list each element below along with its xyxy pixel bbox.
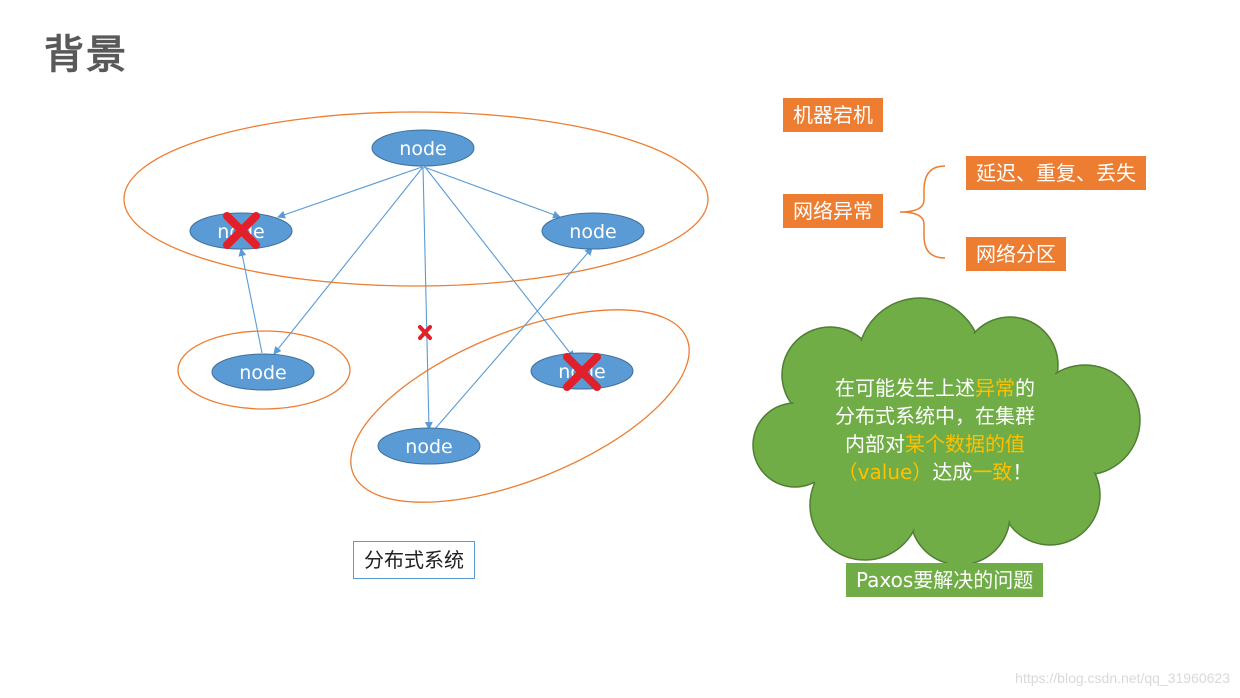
cluster-ellipse-top bbox=[123, 111, 709, 287]
system-caption: 分布式系统 bbox=[353, 541, 475, 579]
node-right: node bbox=[541, 212, 645, 250]
node-bottom: node bbox=[377, 427, 481, 465]
cloud-line-2: 分布式系统中，在集群 bbox=[835, 404, 1035, 428]
cluster-ellipse-right bbox=[350, 309, 690, 503]
arrow-top-to-bottom bbox=[422, 166, 433, 430]
failure-cross-icon bbox=[223, 212, 260, 249]
cluster-ellipse-left bbox=[177, 330, 351, 410]
network-abnormal-label: 网络异常 bbox=[783, 194, 883, 228]
delay-dup-loss-label: 延迟、重复、丢失 bbox=[966, 156, 1146, 190]
node-label: node bbox=[239, 362, 286, 384]
node-lower-left: node bbox=[211, 353, 315, 391]
arrow-top-to-lower-left bbox=[273, 166, 424, 355]
arrow-bottom-to-right bbox=[433, 247, 593, 431]
brace-icon bbox=[899, 165, 946, 259]
failure-cross-icon bbox=[563, 353, 601, 391]
machine-down-label: 机器宕机 bbox=[783, 98, 883, 132]
node-label: node bbox=[399, 138, 446, 160]
cloud-line-1: 在可能发生上述异常的 bbox=[835, 376, 1035, 400]
cloud-line-3: 内部对某个数据的值 bbox=[845, 432, 1025, 456]
node-label: node bbox=[569, 221, 616, 243]
message-lost-cross-icon bbox=[418, 325, 432, 340]
network-partition-label: 网络分区 bbox=[966, 237, 1066, 271]
arrow-top-to-left bbox=[277, 166, 423, 219]
node-label: node bbox=[405, 436, 452, 458]
cloud-text: 在可能发生上述异常的 分布式系统中，在集群 内部对某个数据的值 （value）达… bbox=[790, 374, 1080, 486]
watermark: https://blog.csdn.net/qq_31960623 bbox=[1015, 670, 1230, 686]
arrow-top-to-right bbox=[423, 166, 561, 219]
page-title: 背景 bbox=[44, 32, 128, 78]
paxos-problem-label: Paxos要解决的问题 bbox=[846, 563, 1044, 597]
cloud-line-4: （value）达成一致！ bbox=[837, 460, 1033, 484]
arrow-top-to-lower-right bbox=[424, 166, 575, 359]
node-top: node bbox=[371, 129, 475, 167]
arrow-lower-left-to-left bbox=[238, 248, 263, 354]
